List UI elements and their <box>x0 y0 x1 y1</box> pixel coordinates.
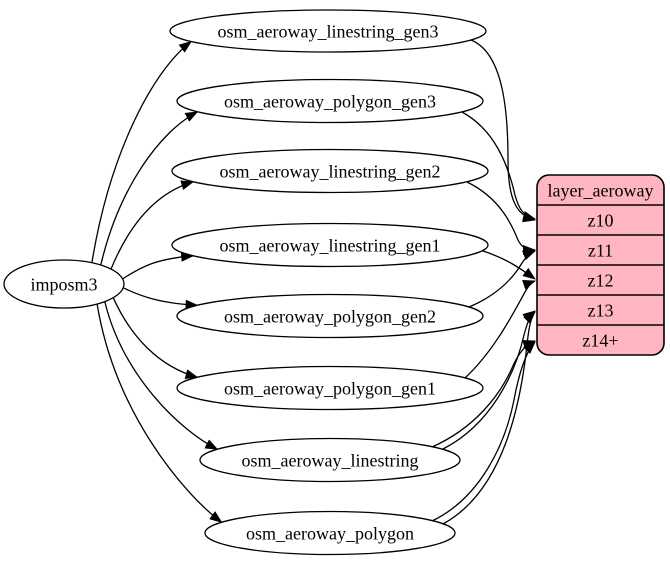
node-label-osm_aeroway_polygon_gen3: osm_aeroway_polygon_gen3 <box>224 92 436 112</box>
edge-osm_aeroway_linestring_gen2-to-z11 <box>466 181 536 255</box>
edge-osm_aeroway_linestring_gen1-to-z12 <box>482 250 536 280</box>
edges-layer <box>91 39 536 525</box>
node-label-osm_aeroway_linestring_gen1: osm_aeroway_linestring_gen1 <box>220 236 441 256</box>
layer-row-z10: z10 <box>588 211 614 231</box>
edge-imposm3-to-osm_aeroway_linestring_gen3 <box>91 40 192 263</box>
layer-row-z13: z13 <box>588 301 614 321</box>
node-label-osm_aeroway_polygon_gen2: osm_aeroway_polygon_gen2 <box>224 307 436 327</box>
node-ellipse-imposm3 <box>3 259 125 309</box>
node-ellipse-osm_aeroway_linestring_gen2 <box>171 148 489 194</box>
edge-imposm3-to-osm_aeroway_polygon_gen2 <box>123 287 199 310</box>
node-osm_aeroway_polygon_gen2: osm_aeroway_polygon_gen2 <box>176 293 484 339</box>
node-osm_aeroway_linestring_gen2: osm_aeroway_linestring_gen2 <box>171 148 489 194</box>
edge-imposm3-to-osm_aeroway_polygon_gen1 <box>112 297 199 379</box>
layer-row-z11: z11 <box>588 241 613 261</box>
node-label-osm_aeroway_linestring_gen3: osm_aeroway_linestring_gen3 <box>218 22 439 42</box>
node-label-osm_aeroway_polygon_gen1: osm_aeroway_polygon_gen1 <box>224 379 436 399</box>
node-ellipse-osm_aeroway_polygon_gen3 <box>176 78 484 124</box>
edge-osm_aeroway_polygon-to-z14+ <box>431 341 536 522</box>
layer-row-z12: z12 <box>588 271 614 291</box>
node-ellipse-osm_aeroway_polygon_gen2 <box>176 293 484 339</box>
node-osm_aeroway_polygon_gen1: osm_aeroway_polygon_gen1 <box>176 365 484 411</box>
edge-imposm3-to-osm_aeroway_linestring_gen2 <box>110 180 195 270</box>
layer-row-z14+: z14+ <box>582 331 618 351</box>
edge-osm_aeroway_polygon_gen2-to-z11 <box>468 250 536 308</box>
node-osm_aeroway_linestring_gen1: osm_aeroway_linestring_gen1 <box>171 222 489 268</box>
edge-imposm3-to-osm_aeroway_linestring <box>104 301 219 450</box>
node-osm_aeroway_polygon_gen3: osm_aeroway_polygon_gen3 <box>176 78 484 124</box>
edge-imposm3-to-osm_aeroway_linestring_gen1 <box>122 251 195 280</box>
node-label-osm_aeroway_linestring: osm_aeroway_linestring <box>242 451 419 471</box>
layer-node-title: layer_aeroway <box>548 181 654 201</box>
node-osm_aeroway_polygon: osm_aeroway_polygon <box>204 510 456 556</box>
node-osm_aeroway_linestring_gen3: osm_aeroway_linestring_gen3 <box>169 9 487 53</box>
node-ellipse-osm_aeroway_linestring_gen3 <box>169 9 487 53</box>
node-ellipse-osm_aeroway_linestring <box>199 437 461 483</box>
node-osm_aeroway_linestring: osm_aeroway_linestring <box>199 437 461 483</box>
node-label-osm_aeroway_polygon: osm_aeroway_polygon <box>246 524 414 544</box>
edge-osm_aeroway_linestring_gen3-to-z10 <box>470 39 536 223</box>
node-ellipse-osm_aeroway_polygon_gen1 <box>176 365 484 411</box>
node-ellipse-osm_aeroway_polygon <box>204 510 456 556</box>
edge-osm_aeroway_polygon_gen3-to-z10 <box>461 111 536 221</box>
edge-osm_aeroway_polygon_gen1-to-z12 <box>464 280 536 379</box>
edge-imposm3-to-osm_aeroway_polygon_gen3 <box>100 111 199 266</box>
node-label-imposm3: imposm3 <box>30 275 97 295</box>
edge-osm_aeroway_polygon-to-z13 <box>442 311 536 525</box>
node-ellipse-osm_aeroway_linestring_gen1 <box>171 222 489 268</box>
node-layer_aeroway: layer_aeroway z10 z11 z12 z13 z14+ <box>536 174 665 356</box>
node-imposm3: imposm3 <box>3 259 125 309</box>
edge-imposm3-to-osm_aeroway_polygon <box>96 303 223 523</box>
node-label-osm_aeroway_linestring_gen2: osm_aeroway_linestring_gen2 <box>220 162 441 182</box>
